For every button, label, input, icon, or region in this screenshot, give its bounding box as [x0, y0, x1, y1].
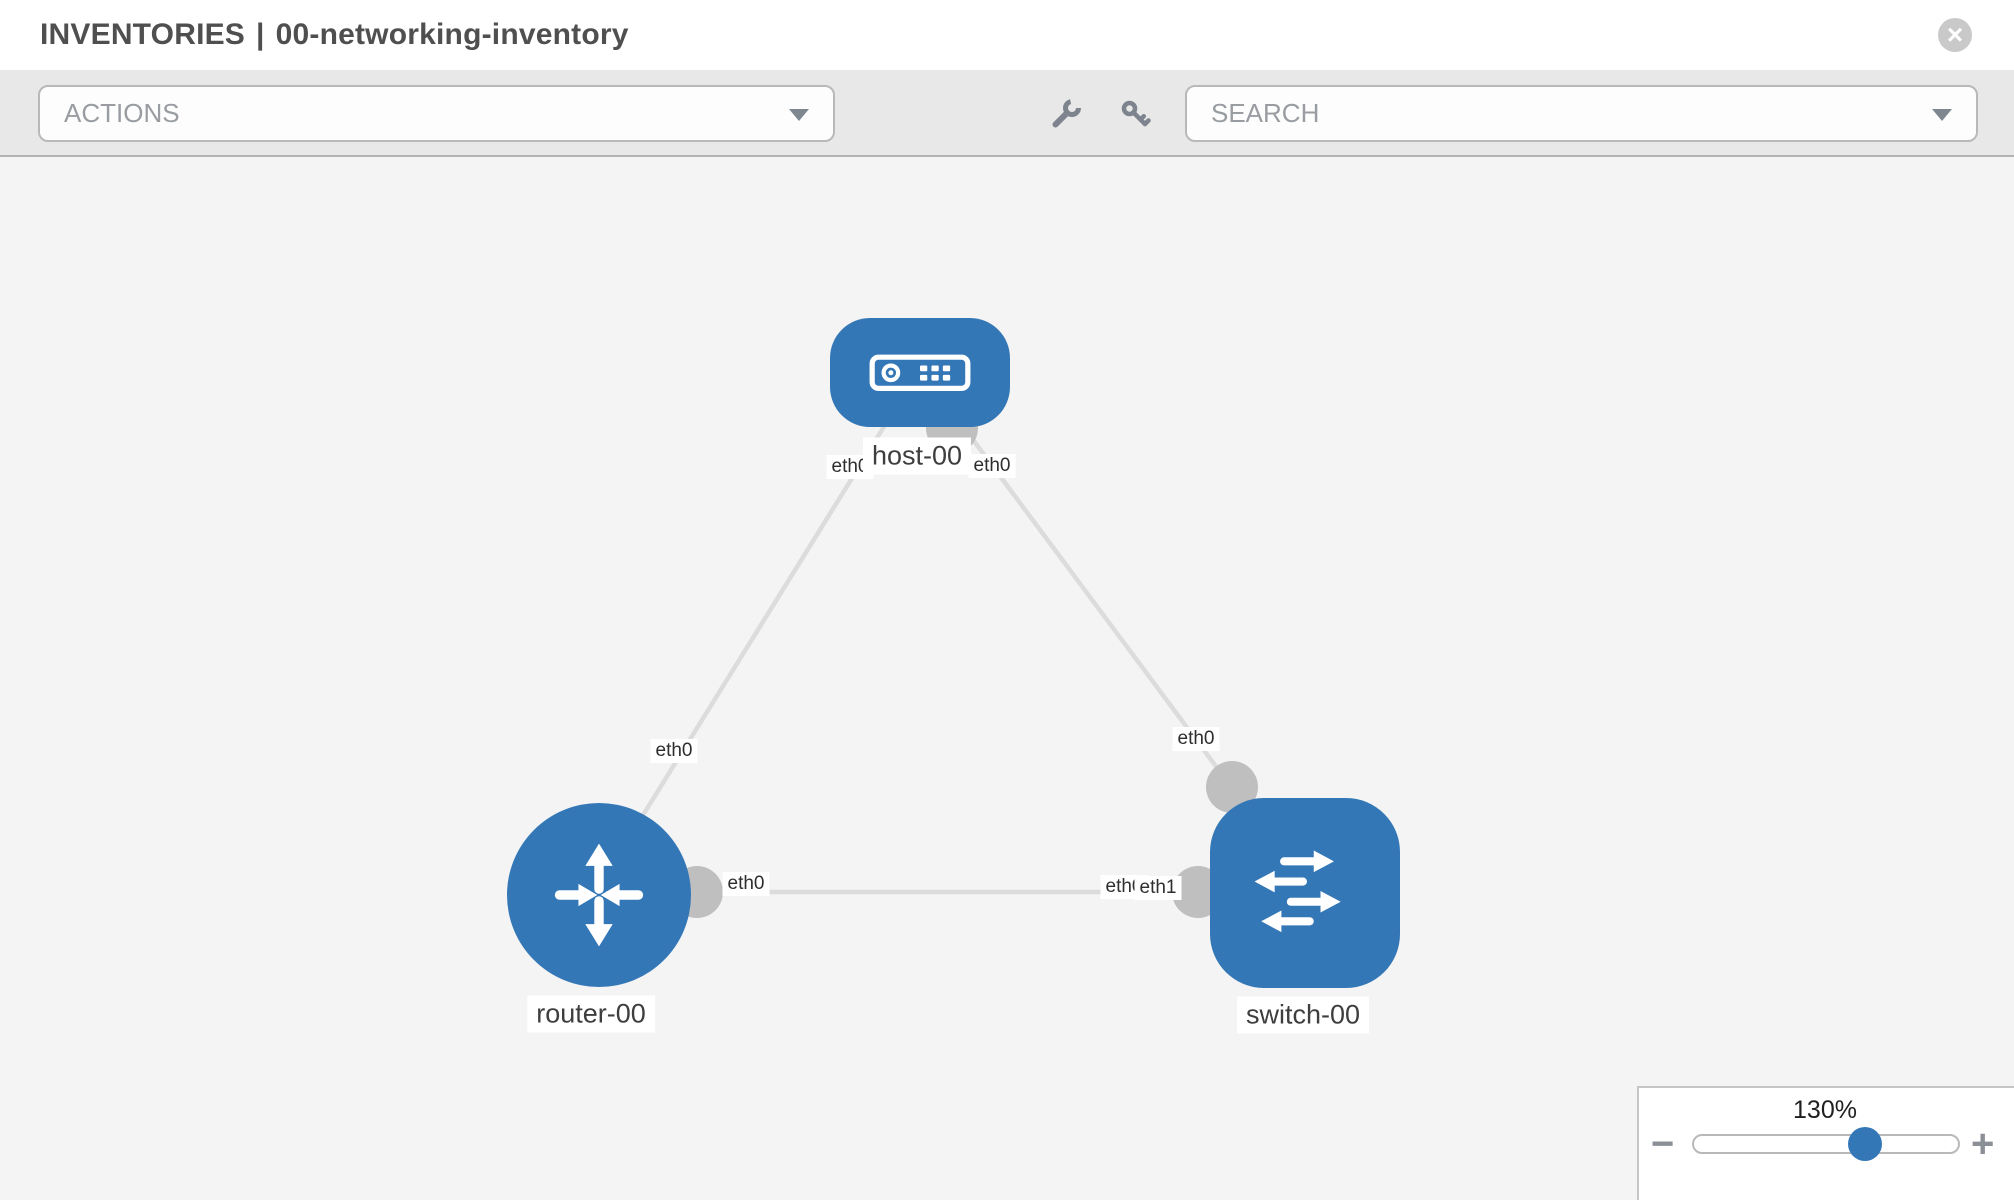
node-router-00[interactable] — [507, 803, 691, 987]
close-button[interactable]: × — [1938, 18, 1972, 52]
node-label-router-00: router-00 — [527, 995, 655, 1033]
actions-dropdown-label: ACTIONS — [64, 98, 180, 128]
actions-dropdown[interactable]: ACTIONS — [38, 85, 835, 142]
search-dropdown[interactable]: SEARCH — [1185, 85, 1978, 142]
toolbar: ACTIONS SEARCH — [0, 70, 2014, 157]
chevron-down-icon — [789, 108, 809, 121]
zoom-control-panel: 130% − + — [1637, 1086, 2014, 1200]
zoom-in-button[interactable]: + — [1971, 1124, 1994, 1164]
iface-label: eth0 — [1172, 727, 1220, 751]
breadcrumb-section: INVENTORIES — [40, 18, 246, 51]
plus-icon: + — [1971, 1122, 1995, 1166]
breadcrumb-inventory-name: 00-networking-inventory — [275, 18, 629, 51]
search-dropdown-label: SEARCH — [1211, 98, 1320, 128]
node-host-00[interactable] — [830, 318, 1010, 427]
zoom-out-button[interactable]: − — [1651, 1124, 1674, 1164]
key-icon[interactable] — [1117, 96, 1153, 132]
wrench-icon[interactable] — [1048, 96, 1084, 132]
node-label-host-00: host-00 — [862, 437, 972, 475]
iface-label: eth0 — [1100, 875, 1148, 899]
iface-label: eth1 — [1134, 876, 1182, 900]
close-icon: × — [1946, 19, 1964, 50]
chevron-down-icon — [1932, 108, 1952, 121]
host-icon — [869, 354, 971, 391]
page-title: INVENTORIES | 00-networking-inventory — [40, 18, 629, 52]
connector-switch-top — [1206, 761, 1258, 813]
topology-edges-layer — [638, 402, 1258, 918]
topology-canvas[interactable]: eth0 eth0 eth0 eth0 eth0 eth0 eth1 host-… — [0, 157, 2014, 1200]
iface-label: eth0 — [650, 739, 698, 763]
zoom-slider-handle[interactable] — [1848, 1127, 1882, 1161]
router-icon — [554, 843, 644, 947]
breadcrumb-divider: | — [256, 18, 265, 51]
node-switch-00[interactable] — [1210, 798, 1400, 988]
switch-icon — [1254, 850, 1341, 933]
zoom-level-value: 130% — [1793, 1096, 1857, 1124]
zoom-slider-track[interactable] — [1692, 1134, 1960, 1154]
minus-icon: − — [1651, 1122, 1675, 1166]
iface-label: eth0 — [722, 872, 770, 896]
iface-label: eth0 — [968, 454, 1016, 478]
page-header: INVENTORIES | 00-networking-inventory × — [0, 0, 2014, 70]
node-label-switch-00: switch-00 — [1236, 996, 1370, 1034]
